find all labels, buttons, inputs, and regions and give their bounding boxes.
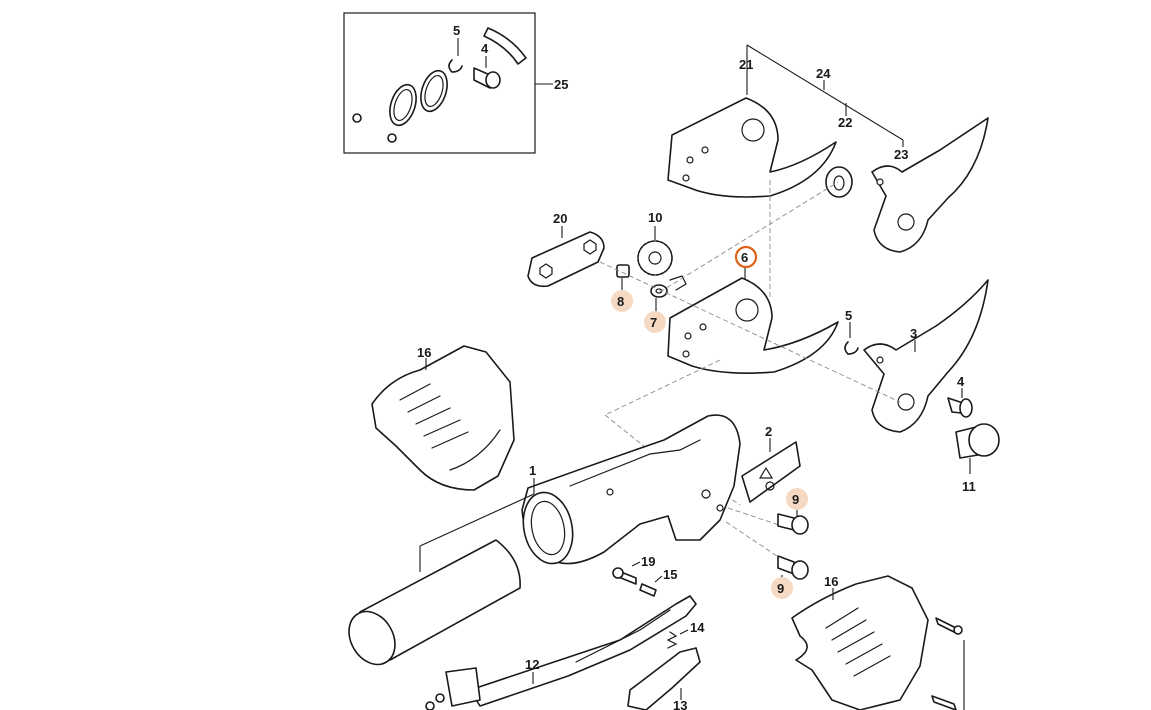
- label-5-kit[interactable]: 5: [453, 23, 460, 38]
- label-5[interactable]: 5: [845, 308, 852, 323]
- label-2[interactable]: 2: [765, 424, 772, 439]
- label-24[interactable]: 24: [816, 66, 831, 81]
- warning-label: [741, 441, 801, 503]
- blade-6-selected[interactable]: 6: [667, 245, 839, 374]
- kit-box[interactable]: 25 5 4: [343, 12, 568, 154]
- handle-tube: [348, 539, 521, 666]
- blade-21: [667, 97, 837, 198]
- label-14[interactable]: 14: [690, 620, 705, 635]
- screw-19-pin-15[interactable]: 19 15: [612, 554, 677, 597]
- screw-9-upper-head: [791, 515, 809, 535]
- lever-12[interactable]: 12: [425, 595, 697, 710]
- blade-6: [667, 277, 839, 374]
- label-23[interactable]: 23: [894, 147, 908, 162]
- selected-ring-6: [734, 245, 758, 269]
- label-22[interactable]: 22: [838, 115, 852, 130]
- label-15[interactable]: 15: [663, 567, 677, 582]
- housing-1[interactable]: 1: [419, 414, 741, 572]
- label-12[interactable]: 12: [525, 657, 539, 672]
- label-16-left[interactable]: 16: [417, 345, 431, 360]
- label-4-kit[interactable]: 4: [481, 41, 489, 56]
- highlight-8: [611, 290, 633, 312]
- label-3[interactable]: 3: [910, 326, 917, 341]
- blade-23: [871, 117, 989, 253]
- label-19[interactable]: 19: [641, 554, 655, 569]
- o-ring-small: [420, 69, 448, 113]
- bolt-11-head: [968, 423, 1000, 457]
- sticker-2[interactable]: 2: [741, 424, 801, 503]
- label-16-right[interactable]: 16: [824, 574, 838, 589]
- highlight-9-upper: [786, 488, 808, 510]
- label-25[interactable]: 25: [554, 77, 568, 92]
- label-8[interactable]: 8: [617, 294, 624, 309]
- label-10[interactable]: 10: [648, 210, 662, 225]
- label-7[interactable]: 7: [650, 315, 657, 330]
- screw-small-b: [387, 133, 397, 143]
- adjust-group[interactable]: 20 10 8 7: [527, 210, 687, 333]
- lever-arm: [469, 595, 697, 707]
- clip-5-kit: [448, 59, 463, 73]
- label-4[interactable]: 4: [957, 374, 965, 389]
- guard-16-left[interactable]: 16: [371, 345, 515, 491]
- label-11[interactable]: 11: [962, 479, 976, 494]
- label-9-upper[interactable]: 9: [792, 492, 799, 507]
- guard-16-right[interactable]: 16: [791, 574, 929, 710]
- pin-15: [639, 583, 657, 597]
- spring-strip: [483, 27, 527, 65]
- guard-right: [791, 575, 929, 710]
- lower-blade-group[interactable]: 5 3 4 11: [844, 279, 1000, 494]
- label-20[interactable]: 20: [553, 211, 567, 226]
- edge-screws: [931, 617, 965, 710]
- screws-9[interactable]: 9 9: [771, 488, 809, 599]
- o-ring-large: [389, 83, 417, 127]
- switch-block: [445, 667, 481, 707]
- highlight-7: [644, 311, 666, 333]
- spring-14[interactable]: 14: [666, 620, 705, 649]
- label-6[interactable]: 6: [741, 250, 748, 265]
- kit-frame: [343, 12, 536, 154]
- trigger-13[interactable]: 13: [627, 647, 701, 710]
- label-1[interactable]: 1: [529, 463, 536, 478]
- pin-head: [485, 71, 501, 89]
- trigger: [627, 647, 701, 710]
- blade-set-24[interactable]: 21 24 22 23: [667, 44, 989, 253]
- tube-end: [348, 610, 396, 666]
- screw-9-lower-head: [791, 560, 809, 580]
- blade-3: [863, 279, 989, 433]
- highlight-9-lower: [771, 577, 793, 599]
- plate-20: [527, 231, 605, 288]
- guard-left: [371, 345, 515, 491]
- clip-5: [844, 341, 859, 355]
- label-13[interactable]: 13: [673, 698, 687, 710]
- screw-small-a: [352, 113, 362, 123]
- pin-4-head: [959, 398, 973, 418]
- label-9-lower[interactable]: 9: [777, 581, 784, 596]
- label-21[interactable]: 21: [739, 57, 753, 72]
